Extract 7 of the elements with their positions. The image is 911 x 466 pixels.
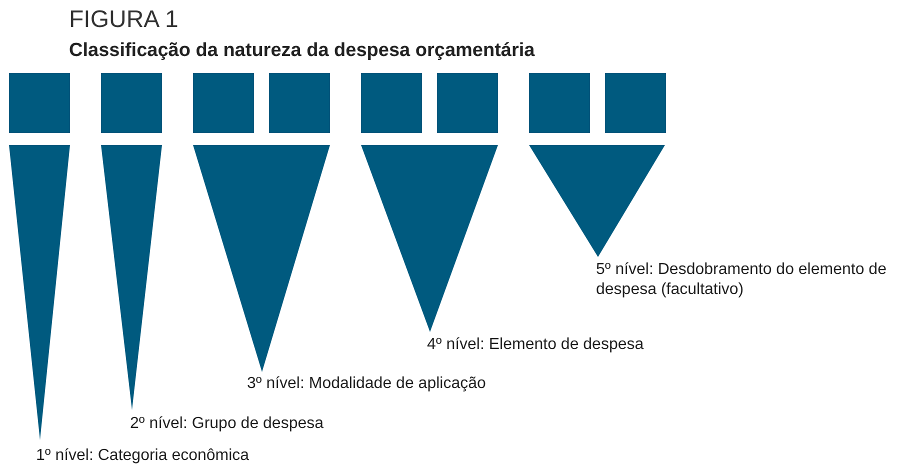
figure-number: FIGURA 1 (69, 6, 178, 34)
figure-title: Classificação da natureza da despesa orçamentária (69, 40, 535, 62)
level-label: 4º nível: Elemento de despesa (427, 335, 644, 355)
level-label: 3º nível: Modalidade de aplicação (247, 374, 486, 394)
level-label: 2º nível: Grupo de despesa (130, 414, 324, 434)
level-label: 1º nível: Categoria econômica (36, 446, 250, 466)
level-label: 5º nível: Desdobramento do elemento de despesa (facultativo) (596, 260, 888, 300)
